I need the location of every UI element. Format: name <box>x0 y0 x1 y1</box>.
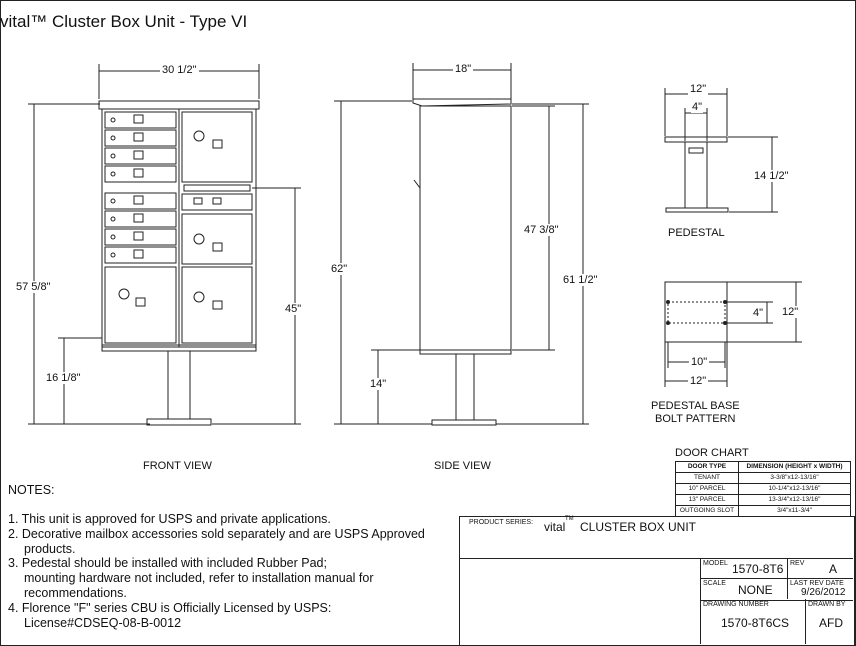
front-dim-width: 30 1/2" <box>160 64 199 76</box>
front-dim-base-height: 16 1/8" <box>46 372 81 384</box>
model-label: MODEL <box>703 560 728 567</box>
door-type-cell: 10" PARCEL <box>675 483 739 495</box>
last-rev-label: LAST REV DATE <box>790 580 844 587</box>
door-type-cell: OUTGOING SLOT <box>675 505 739 517</box>
door-type-cell: TENANT <box>675 472 739 484</box>
drawn-by-value: AFD <box>819 616 843 630</box>
dimension-cell: 3/4"x11-3/4" <box>738 505 851 517</box>
front-dim-total-height: 57 5/8" <box>16 281 51 293</box>
side-view-label: SIDE VIEW <box>434 460 491 472</box>
dimension-cell: 3-3/8"x12-13/16" <box>738 472 851 484</box>
door-chart-header: DIMENSION (HEIGHT x WIDTH) <box>738 461 851 473</box>
side-dim-box: 47 3/8" <box>524 224 559 236</box>
side-dim-depth: 18" <box>453 63 474 75</box>
side-view-drawing <box>334 63 589 426</box>
door-chart-title: DOOR CHART <box>675 447 749 459</box>
note-line: 3. Pedestal should be installed with inc… <box>8 556 327 570</box>
pedestal-dim-top: 12" <box>688 83 709 95</box>
drawn-by-label: DRAWN BY <box>808 601 846 608</box>
front-view-label: FRONT VIEW <box>143 460 212 472</box>
last-rev-value: 9/26/2012 <box>801 587 846 598</box>
drawing-number-label: DRAWING NUMBER <box>703 601 769 608</box>
notes-heading: NOTES: <box>8 483 55 497</box>
bolt-dim-outer-v: 12" <box>782 306 799 318</box>
note-line: products. <box>24 542 76 556</box>
front-dim-box-height: 45" <box>285 303 302 315</box>
tenant-doors <box>104 111 177 264</box>
pedestal-dim-height: 14 1/2" <box>754 170 789 182</box>
pedestal-dim-post: 4" <box>691 101 704 113</box>
note-line: 2. Decorative mailbox accessories sold s… <box>8 527 425 541</box>
dimension-cell: 10-1/4"x12-13/16" <box>738 483 851 495</box>
cbu-side-panel <box>419 105 512 351</box>
product-series-label: PRODUCT SERIES: <box>469 519 534 526</box>
bolt-pattern-drawing <box>664 281 802 387</box>
note-line: License#CDSEQ-08-B-0012 <box>24 616 182 630</box>
door-chart-table: DOOR TYPE DIMENSION (HEIGHT x WIDTH) TEN… <box>675 461 851 517</box>
drawing-title: vital™ Cluster Box Unit - Type VI <box>0 12 248 31</box>
door-chart-header-row: DOOR TYPE DIMENSION (HEIGHT x WIDTH) <box>675 461 851 473</box>
scale-value: NONE <box>738 583 773 597</box>
note-line: 4. Florence "F" series CBU is Officially… <box>8 601 332 615</box>
front-view-drawing <box>28 64 301 426</box>
bolt-pattern-label-2: BOLT PATTERN <box>655 413 736 425</box>
side-dim-right: 61 1/2" <box>563 274 598 286</box>
bolt-pattern-label-1: PEDESTAL BASE <box>651 400 740 412</box>
pedestal-label: PEDESTAL <box>668 227 725 239</box>
bolt-dim-outer-h: 12" <box>688 375 709 387</box>
side-dim-base: 14" <box>370 378 387 390</box>
parcel-doors <box>104 111 253 344</box>
door-type-cell: 13" PARCEL <box>675 494 739 506</box>
product-series-brand: vital <box>544 520 566 534</box>
bolt-dim-inner-h: 10" <box>689 356 710 368</box>
drawing-number-value: 1570-8T6CS <box>721 616 790 630</box>
rev-value: A <box>829 562 838 576</box>
product-series-tm: TM <box>565 516 574 522</box>
door-chart-header: DOOR TYPE <box>675 461 739 473</box>
note-line: 1. This unit is approved for USPS and pr… <box>8 512 331 526</box>
note-line: mounting hardware not included, refer to… <box>24 571 374 585</box>
product-series-name: CLUSTER BOX UNIT <box>580 520 697 534</box>
side-dim-total: 62" <box>331 263 348 275</box>
dimension-cell: 13-3/4"x12-13/16" <box>738 494 851 506</box>
pedestal-drawing <box>664 88 778 213</box>
model-value: 1570-8T6 <box>732 562 784 576</box>
bolt-dim-inner-v: 4" <box>753 307 764 319</box>
scale-label: SCALE <box>703 580 726 587</box>
rev-label: REV <box>790 560 805 567</box>
note-line: recommendations. <box>24 586 127 600</box>
